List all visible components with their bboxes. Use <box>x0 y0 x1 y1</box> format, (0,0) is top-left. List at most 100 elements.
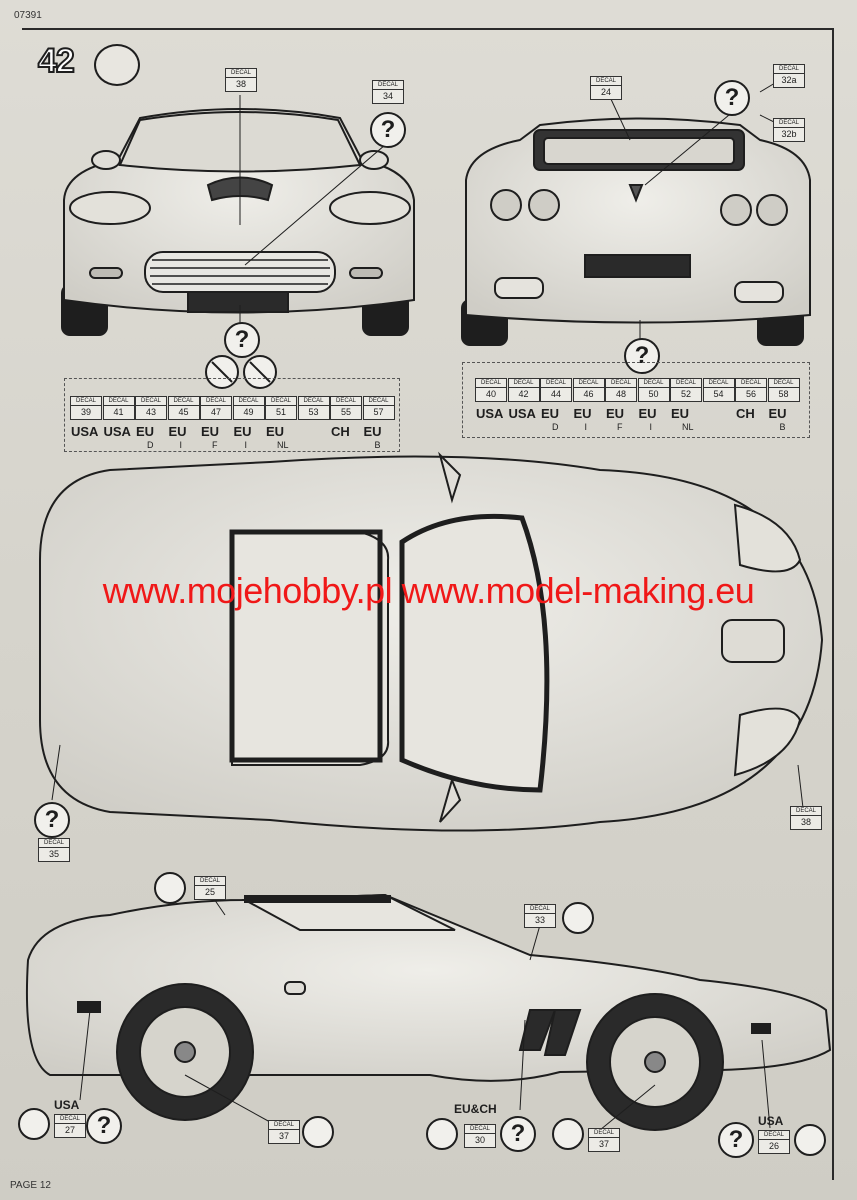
plate-country: F <box>617 422 623 432</box>
decal-tag-front-marker: DECAL 26 <box>758 1130 790 1154</box>
decal-word: DECAL <box>703 379 734 388</box>
plate-region: EU <box>541 406 560 421</box>
side-view-car <box>25 893 832 1131</box>
decal-number: 51 <box>275 407 286 417</box>
decal-word: DECAL <box>298 397 329 406</box>
rotate-icon <box>426 1118 458 1150</box>
decal-word: DECAL <box>465 1125 495 1134</box>
plate-region: CH <box>331 424 350 439</box>
plate-country: B <box>374 440 381 450</box>
rotate-icon <box>562 902 594 934</box>
decal-number: 46 <box>583 389 594 399</box>
decal-word: DECAL <box>103 397 134 406</box>
question-icon: ? <box>86 1108 122 1144</box>
decal-number: 45 <box>178 407 189 417</box>
decal-number: 30 <box>474 1135 485 1145</box>
decal-word: DECAL <box>508 379 539 388</box>
region-label-usa-front: USA <box>758 1114 784 1128</box>
rotate-icon <box>18 1108 50 1140</box>
plate-country: NL <box>682 422 694 432</box>
decal-word: DECAL <box>768 379 799 388</box>
decal-word: DECAL <box>774 65 804 74</box>
decal-word: DECAL <box>331 397 361 406</box>
decal-word: DECAL <box>736 379 766 388</box>
decal-word: DECAL <box>136 397 166 406</box>
decal-number: 48 <box>615 389 626 399</box>
decal-word: DECAL <box>573 379 604 388</box>
decal-tag-top-right: DECAL 38 <box>790 806 822 830</box>
decal-tag-rear-marker: DECAL 27 <box>54 1114 86 1138</box>
plate-region: EU <box>638 406 657 421</box>
decal-word: DECAL <box>759 1131 789 1140</box>
plate-region: USA <box>103 424 131 439</box>
decal-word: DECAL <box>233 397 264 406</box>
decal-tag-hood: DECAL 38 <box>225 68 257 92</box>
step-number: 42 <box>37 41 76 81</box>
decal-number: 55 <box>340 407 351 417</box>
decal-number: 49 <box>243 407 254 417</box>
decal-number: 41 <box>113 407 124 417</box>
decal-word: DECAL <box>606 379 636 388</box>
plate-region: EU <box>606 406 625 421</box>
decal-word: DECAL <box>269 1121 299 1130</box>
decal-tag-center: DECAL 30 <box>464 1124 496 1148</box>
decal-number: 27 <box>64 1125 75 1135</box>
plate-region: EU <box>573 406 592 421</box>
plate-country: I <box>584 422 588 432</box>
plate-region: EU <box>768 406 787 421</box>
decal-word: DECAL <box>373 81 403 90</box>
plate-country: NL <box>277 440 289 450</box>
decal-number: 32b <box>781 129 797 139</box>
question-icon: ? <box>370 112 406 148</box>
question-icon: ? <box>714 80 750 116</box>
plate-country: D <box>147 440 154 450</box>
question-icon: ? <box>34 802 70 838</box>
decal-number: 25 <box>204 887 215 897</box>
decal-word: DECAL <box>589 1129 619 1138</box>
front-view-car <box>61 108 415 336</box>
decal-number: 40 <box>485 389 496 399</box>
decal-word: DECAL <box>671 379 701 388</box>
decal-number: 53 <box>308 407 319 417</box>
decal-number: 33 <box>534 915 545 925</box>
decal-number: 37 <box>598 1139 609 1149</box>
decal-word: DECAL <box>195 877 225 886</box>
rotate-icon <box>302 1116 334 1148</box>
decal-number: 24 <box>600 87 611 97</box>
plate-region: USA <box>71 424 99 439</box>
decal-tag-rear-bar: DECAL 24 <box>590 76 622 100</box>
decal-word: DECAL <box>226 69 256 78</box>
decal-number: 44 <box>550 389 561 399</box>
question-icon: ? <box>718 1122 754 1158</box>
front-plate-box <box>64 378 400 452</box>
decal-number: 38 <box>800 817 811 827</box>
decal-number: 43 <box>145 407 156 417</box>
kit-code: 07391 <box>14 10 42 21</box>
page-frame <box>22 28 834 1180</box>
decal-word: DECAL <box>71 397 101 406</box>
plate-region: EU <box>671 406 690 421</box>
plate-region: EU <box>233 424 252 439</box>
decal-word: DECAL <box>638 379 669 388</box>
